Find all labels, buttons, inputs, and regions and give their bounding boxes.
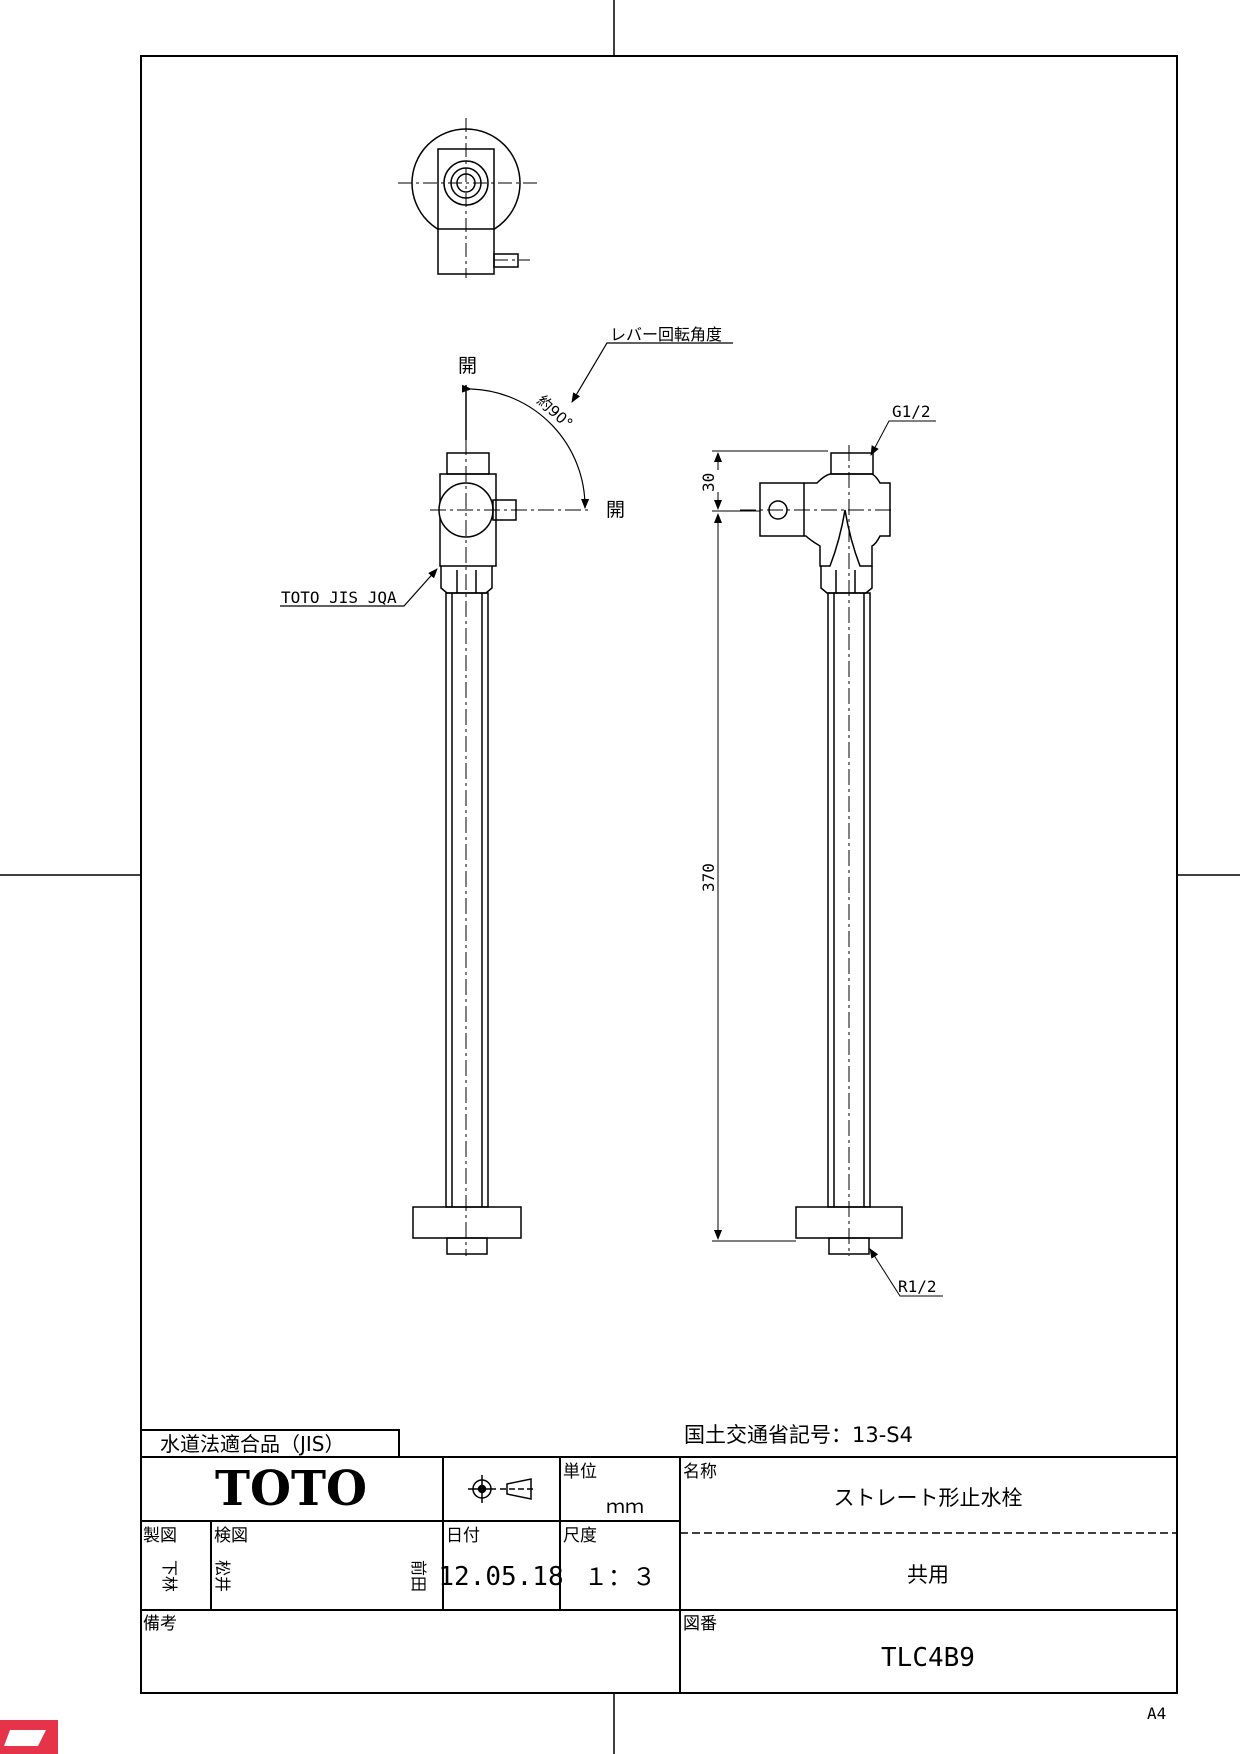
side-view	[740, 445, 903, 1256]
dimension-lines	[712, 420, 943, 1297]
checker-label: 検図	[214, 1526, 248, 1546]
name-sub-value: 共用	[907, 1563, 949, 1587]
certification-label: 水道法適合品（JIS）	[160, 1432, 345, 1456]
drafter-label: 製図	[143, 1526, 177, 1546]
corner-logo-icon	[0, 1720, 58, 1754]
front-view	[412, 385, 590, 1256]
angle-value-label: 約90°	[533, 392, 576, 433]
unit-value: ｍｍ	[606, 1496, 644, 1518]
dimension-top-offset: 30	[699, 473, 718, 492]
scale-label: 尺度	[563, 1526, 597, 1546]
ministry-code: 国土交通省記号：13-S4	[684, 1423, 913, 1447]
unit-label: 単位	[563, 1462, 597, 1482]
angle-dimension	[280, 342, 733, 607]
checker-signature: 松井	[213, 1560, 232, 1592]
top-view	[398, 118, 538, 278]
thread-bottom-label: R1/2	[898, 1277, 937, 1296]
name-value: ストレート形止水栓	[834, 1486, 1023, 1510]
approver-signature: 前田	[409, 1560, 428, 1592]
dimension-length: 370	[699, 863, 718, 892]
open-right-label: 開	[606, 499, 625, 521]
drawing-number-value: TLC4B9	[881, 1643, 975, 1673]
name-label: 名称	[683, 1462, 717, 1482]
date-value: 12.05.18	[438, 1562, 563, 1592]
marking-label: TOTO JIS JQA	[281, 588, 397, 607]
drawing-number-label: 図番	[683, 1614, 717, 1634]
scale-value: １：３	[584, 1563, 656, 1591]
drafter-signature: 下林	[160, 1560, 179, 1592]
title-block-lines	[140, 1429, 1177, 1693]
third-angle-projection-symbol	[468, 1475, 536, 1503]
remarks-label: 備考	[143, 1614, 177, 1634]
paper-size-label: A4	[1147, 1704, 1166, 1723]
thread-top-label: G1/2	[892, 402, 931, 421]
date-label: 日付	[446, 1526, 480, 1546]
lever-angle-label: レバー回転角度	[610, 325, 722, 344]
toto-logo: TOTO	[215, 1461, 367, 1517]
open-top-label: 開	[458, 355, 477, 377]
